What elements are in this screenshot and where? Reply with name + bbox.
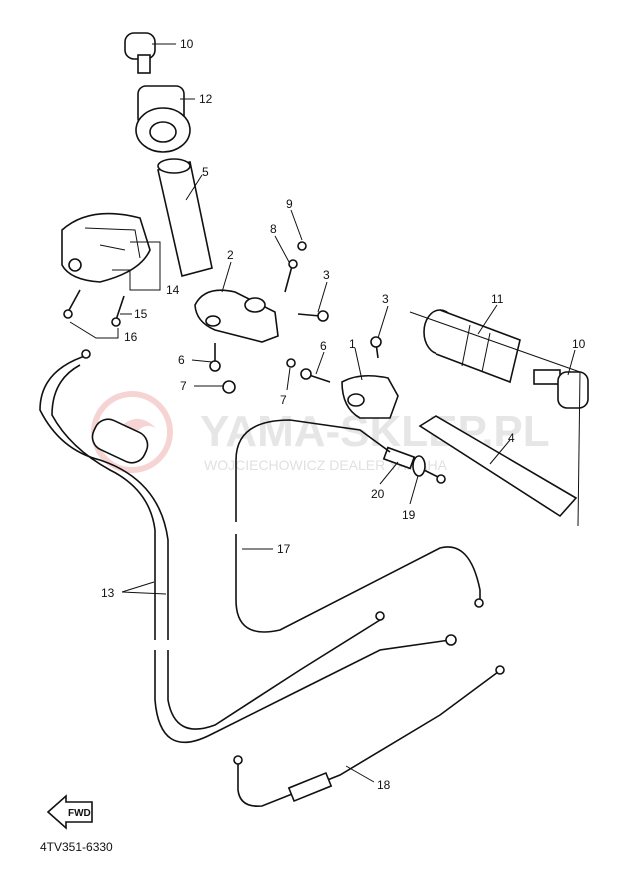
label-6-left: 6 <box>178 353 185 367</box>
screws-left <box>63 289 125 327</box>
cable-17-lower <box>235 534 481 633</box>
throttle-grip <box>135 85 191 153</box>
right-holder <box>341 374 399 419</box>
label-7-left: 7 <box>180 379 187 393</box>
label-2: 2 <box>227 248 234 262</box>
label-10-right: 10 <box>572 337 586 351</box>
cable-18 <box>233 665 505 807</box>
leader-lines <box>69 43 576 783</box>
throttle-tube <box>157 158 213 277</box>
label-3-left: 3 <box>323 268 330 282</box>
label-12: 12 <box>199 92 213 106</box>
label-16: 16 <box>124 330 138 344</box>
label-3-right: 3 <box>382 292 389 306</box>
small-screws <box>209 241 382 394</box>
label-20: 20 <box>371 487 385 501</box>
grip-end-top <box>124 32 156 74</box>
cable-bundle-13 <box>39 349 457 744</box>
label-17: 17 <box>277 542 291 556</box>
holder-bracket <box>194 289 279 343</box>
label-18: 18 <box>377 778 391 792</box>
label-9: 9 <box>286 197 293 211</box>
label-4: 4 <box>508 431 515 445</box>
cable-adjuster <box>382 446 446 484</box>
label-5: 5 <box>202 165 209 179</box>
callout-labels: 10 12 5 9 8 2 3 14 15 16 6 7 3 1 6 7 11 … <box>101 37 586 792</box>
label-8: 8 <box>270 222 277 236</box>
label-15: 15 <box>134 307 148 321</box>
fwd-arrow: FWD <box>46 794 93 830</box>
label-1: 1 <box>349 337 356 351</box>
label-11: 11 <box>491 292 504 306</box>
handlebar-right <box>409 311 581 527</box>
label-7-right: 7 <box>280 393 287 407</box>
label-19: 19 <box>402 508 416 522</box>
label-13: 13 <box>101 586 115 600</box>
diagram-code: 4TV351-6330 <box>40 840 113 854</box>
label-6-right: 6 <box>320 339 327 353</box>
switch-housing <box>61 212 151 283</box>
label-14: 14 <box>166 283 180 297</box>
label-10-top: 10 <box>180 37 194 51</box>
watermark-sub: WOJCIECHOWICZ DEALER YAMAHA <box>204 457 448 473</box>
grip-end-right <box>533 369 589 409</box>
fwd-label: FWD <box>68 808 91 819</box>
cable-17 <box>235 419 391 522</box>
right-grip <box>423 309 521 384</box>
